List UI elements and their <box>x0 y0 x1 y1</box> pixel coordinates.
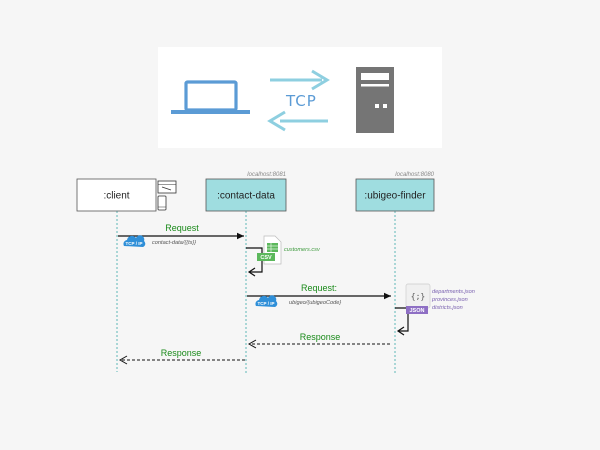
participant-contact-data: localhost:8081 :contact-data <box>205 172 287 212</box>
response-1-label: Response <box>300 332 341 342</box>
contact-data-label: :contact-data <box>217 191 275 202</box>
participant-ubigeo-finder: localhost:8080 :ubigeo-finder <box>355 172 435 212</box>
request-2-path: ubigeo/{ubigeoCode} <box>289 300 341 306</box>
laptop-icon <box>171 80 250 114</box>
tcp-ip-cloud-icon: TCP / IP <box>255 295 278 307</box>
message-response-2: Response <box>118 348 245 365</box>
client-label: :client <box>103 191 129 202</box>
tcp-banner: TCP <box>158 47 442 148</box>
lifelines <box>116 211 396 375</box>
csv-file-name: customers.csv <box>284 247 321 253</box>
svg-text:JSON: JSON <box>410 308 425 314</box>
self-call-ubigeo-finder <box>395 307 409 332</box>
devices-icon <box>157 180 177 211</box>
contact-data-host: localhost:8081 <box>247 172 286 178</box>
response-2-label: Response <box>161 348 202 358</box>
tcp-ip-cloud-icon: TCP / IP <box>123 235 146 247</box>
json-file-icon: {;} JSON <box>405 283 431 314</box>
bidirectional-arrows-icon <box>267 69 330 132</box>
svg-text:{;}: {;} <box>411 292 425 301</box>
tcp-label: TCP <box>285 92 317 110</box>
svg-text:TCP / IP: TCP / IP <box>126 241 143 246</box>
json-file-3: districts.json <box>432 305 463 311</box>
server-icon <box>356 67 394 133</box>
participant-client: :client <box>76 178 157 212</box>
json-file-1: departments.json <box>432 289 475 295</box>
ubigeo-finder-label: :ubigeo-finder <box>364 191 426 202</box>
message-response-1: Response <box>247 332 390 349</box>
message-request-2: Request: TCP / IP ubigeo/{ubigeoCode} <box>247 283 391 307</box>
message-request-1: Request TCP / IP contact-data/{{ts}} <box>118 223 244 247</box>
svg-text:TCP / IP: TCP / IP <box>258 301 275 306</box>
csv-file-icon: CSV <box>257 235 282 265</box>
svg-text:CSV: CSV <box>260 255 272 261</box>
ubigeo-finder-host: localhost:8080 <box>395 172 434 178</box>
request-1-path: contact-data/{{ts}} <box>152 240 196 246</box>
request-2-label: Request: <box>301 283 337 293</box>
json-file-2: provinces.json <box>431 297 468 303</box>
request-1-label: Request <box>165 223 199 233</box>
